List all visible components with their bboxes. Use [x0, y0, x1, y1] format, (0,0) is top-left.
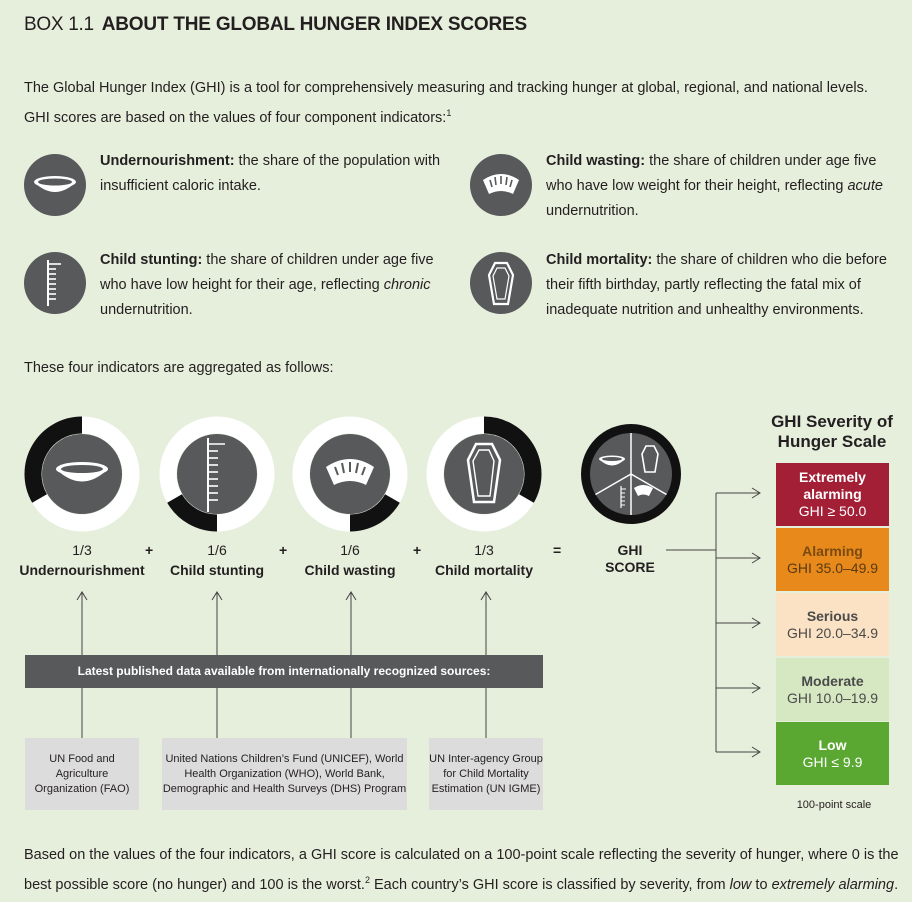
severity-moderate: Moderate GHI 10.0–19.9: [776, 658, 889, 721]
equals-sign: =: [553, 542, 562, 558]
fraction-child-wasting: 1/6: [340, 542, 360, 558]
indicator-desc: the share of the population with insuffi…: [100, 153, 441, 194]
severity-range: GHI 10.0–19.9: [786, 689, 879, 706]
indicator-desc-emphasis: chronic: [383, 277, 431, 293]
label-undernourishment: Undernourishment: [19, 562, 145, 578]
source-fao-text: UN Food and Agriculture Organization (FA…: [34, 752, 130, 795]
indicator-desc: undernutrition.: [546, 203, 639, 219]
severity-range: GHI ≤ 9.9: [802, 753, 863, 770]
source-unicef-who-text: United Nations Children’s Fund (UNICEF),…: [162, 752, 407, 795]
indicator-child-mortality: Child mortality: the share of children w…: [546, 248, 896, 323]
footer-emphasis: low: [729, 876, 752, 893]
severity-label: Extremely alarming: [799, 469, 866, 502]
fraction-undernourishment: 1/3: [72, 542, 92, 558]
child-wasting-ring: [292, 416, 408, 532]
footer-text: Based on the values of the four indicato…: [24, 847, 899, 893]
severity-label: Serious: [806, 607, 859, 624]
footer-text: to: [751, 876, 772, 893]
footer-footnote: 2: [364, 875, 370, 885]
indicator-desc-emphasis: acute: [847, 178, 883, 194]
severity-serious: Serious GHI 20.0–34.9: [776, 593, 889, 656]
label-child-wasting: Child wasting: [304, 562, 396, 578]
aggregation-intro: These four indicators are aggregated as …: [24, 360, 334, 376]
indicator-term: Child wasting:: [546, 153, 646, 169]
source-fao: UN Food and Agriculture Organization (FA…: [25, 738, 139, 810]
footer-paragraph: Based on the values of the four indicato…: [24, 843, 904, 898]
severity-label: Moderate: [801, 672, 864, 689]
ghi-score-label: GHI SCORE: [590, 542, 670, 576]
severity-extremely-alarming: Extremely alarming GHI ≥ 50.0: [776, 463, 889, 526]
bowl-icon: [24, 154, 86, 216]
indicator-term: Undernourishment:: [100, 153, 235, 169]
coffin-icon: [470, 252, 532, 314]
severity-range: GHI 20.0–34.9: [786, 624, 879, 641]
footer-text: Each country’s GHI score is classified b…: [369, 876, 730, 893]
label-child-mortality: Child mortality: [434, 562, 533, 578]
severity-alarming: Alarming GHI 35.0–49.9: [776, 528, 889, 591]
intro-paragraph: The Global Hunger Index (GHI) is a tool …: [24, 76, 894, 131]
intro-footnote: 1: [446, 108, 452, 118]
indicator-undernourishment: Undernourishment: the share of the popul…: [100, 149, 455, 199]
plus-sign: +: [279, 542, 288, 558]
severity-range: GHI 35.0–49.9: [786, 559, 879, 576]
box-title: ABOUT THE GLOBAL HUNGER INDEX SCORES: [101, 14, 527, 35]
indicator-desc: the share of children who die before the…: [546, 252, 887, 318]
footer-text: .: [894, 876, 899, 893]
ghi-score-ring: [573, 416, 689, 532]
ruler-icon: [24, 252, 86, 314]
severity-low: Low GHI ≤ 9.9: [776, 722, 889, 785]
sources-band: Latest published data available from int…: [25, 655, 543, 688]
intro-text: The Global Hunger Index (GHI) is a tool …: [24, 80, 868, 126]
source-unicef-who: United Nations Children’s Fund (UNICEF),…: [162, 738, 407, 810]
box-heading: BOX 1.1 ABOUT THE GLOBAL HUNGER INDEX SCO…: [24, 14, 527, 36]
scale-note: 100-point scale: [796, 799, 872, 811]
source-un-igme-text: UN Inter-agency Group for Child Mortalit…: [429, 752, 543, 795]
scale-icon: [470, 154, 532, 216]
indicator-term: Child stunting:: [100, 252, 203, 268]
fraction-child-stunting: 1/6: [207, 542, 227, 558]
plus-sign: +: [413, 542, 422, 558]
undernourishment-ring: [24, 416, 140, 532]
severity-label: Low: [818, 736, 847, 753]
indicator-desc: undernutrition.: [100, 302, 193, 318]
footer-emphasis: extremely alarming: [771, 876, 895, 893]
label-child-stunting: Child stunting: [169, 562, 265, 578]
indicator-desc: the share of children under age five who…: [546, 153, 877, 194]
child-stunting-ring: [159, 416, 275, 532]
indicator-term: Child mortality:: [546, 252, 653, 268]
indicator-child-wasting: Child wasting: the share of children und…: [546, 149, 896, 224]
ghi-score-line1: GHI: [617, 542, 643, 558]
indicator-desc: the share of children under age five who…: [100, 252, 434, 293]
source-un-igme: UN Inter-agency Group for Child Mortalit…: [429, 738, 543, 810]
severity-range: GHI ≥ 50.0: [798, 503, 867, 519]
child-mortality-ring: [426, 416, 542, 532]
severity-scale-title: GHI Severity of Hunger Scale: [771, 412, 893, 451]
severity-label: Alarming: [802, 542, 863, 559]
box-number: BOX 1.1: [24, 14, 94, 35]
ghi-score-line2: SCORE: [605, 559, 655, 575]
indicator-child-stunting: Child stunting: the share of children un…: [100, 248, 455, 323]
fraction-child-mortality: 1/3: [474, 542, 494, 558]
plus-sign: +: [145, 542, 154, 558]
